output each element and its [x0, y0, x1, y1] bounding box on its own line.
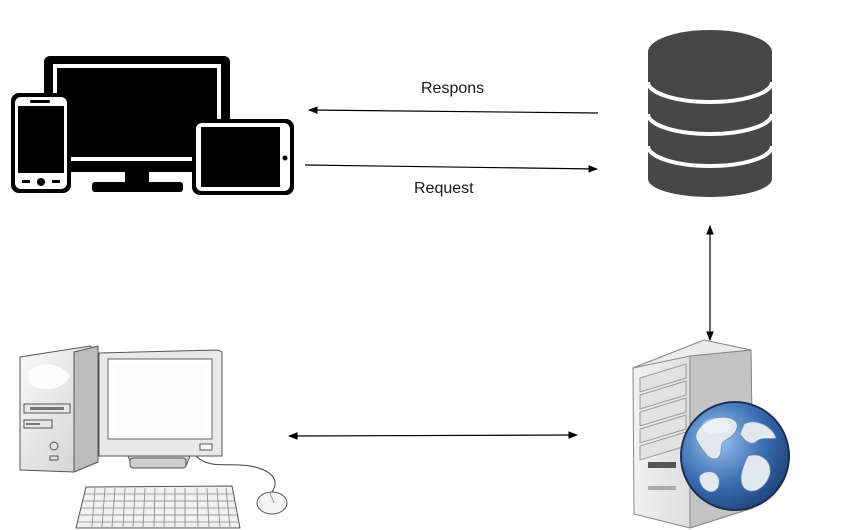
web-server-globe-icon [632, 339, 790, 529]
multi-device-icon [11, 56, 294, 195]
request-label: Request [414, 180, 474, 197]
request-arrow [304, 164, 598, 173]
desktop-computer-icon [19, 345, 288, 529]
database-icon [646, 30, 774, 197]
response-label: Respons [421, 80, 485, 97]
response-arrow [308, 106, 599, 114]
desktop-server-arrow [288, 431, 578, 440]
